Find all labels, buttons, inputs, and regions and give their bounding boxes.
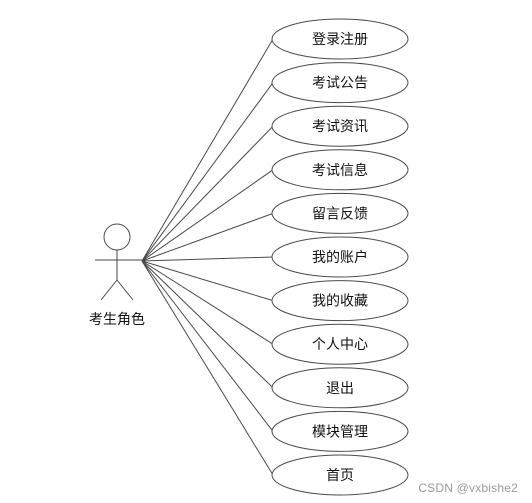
watermark: CSDN @vxbishe2 (418, 481, 518, 495)
use-case-label: 退出 (326, 381, 354, 397)
association-line (141, 125, 274, 262)
use-case-ellipse (271, 323, 409, 365)
association-line (141, 169, 274, 262)
use-case-ellipse (271, 236, 409, 278)
use-case-ellipse (271, 149, 409, 191)
association-line (141, 212, 274, 262)
use-case-ellipse (271, 105, 409, 147)
use-case-ellipse (271, 62, 409, 104)
use-case-ellipse (271, 192, 409, 234)
use-case-ellipse (271, 367, 409, 409)
use-case-label: 考试公告 (312, 76, 368, 92)
association-line (141, 260, 274, 432)
association-line (141, 82, 274, 262)
association-line (141, 256, 274, 262)
association-line (141, 260, 274, 476)
use-case-ellipse (271, 280, 409, 322)
use-case-label: 我的账户 (312, 249, 368, 266)
use-case-ellipse (271, 18, 409, 60)
use-case-label: 个人中心 (312, 337, 368, 353)
actor-label: 考生角色 (89, 311, 145, 328)
actor-figure: 考生角色 (89, 223, 145, 328)
association-lines (141, 38, 274, 476)
association-line (141, 260, 274, 389)
use-case-label: 模块管理 (312, 424, 368, 440)
actor-head (103, 223, 131, 251)
use-case-ellipse (271, 410, 409, 452)
use-case-label: 考试信息 (312, 162, 368, 179)
use-case-label: 我的收藏 (312, 294, 368, 310)
actor-left-leg (100, 279, 118, 301)
association-line (141, 260, 274, 345)
use-case-label: 首页 (326, 468, 354, 484)
actor-right-leg (116, 279, 134, 301)
use-case-ellipse (271, 454, 409, 496)
association-line (141, 260, 274, 302)
use-case-label: 留言反馈 (312, 206, 368, 222)
use-case-label: 考试资讯 (312, 119, 368, 135)
use-case-label: 登录注册 (312, 32, 368, 48)
association-line (141, 38, 274, 262)
